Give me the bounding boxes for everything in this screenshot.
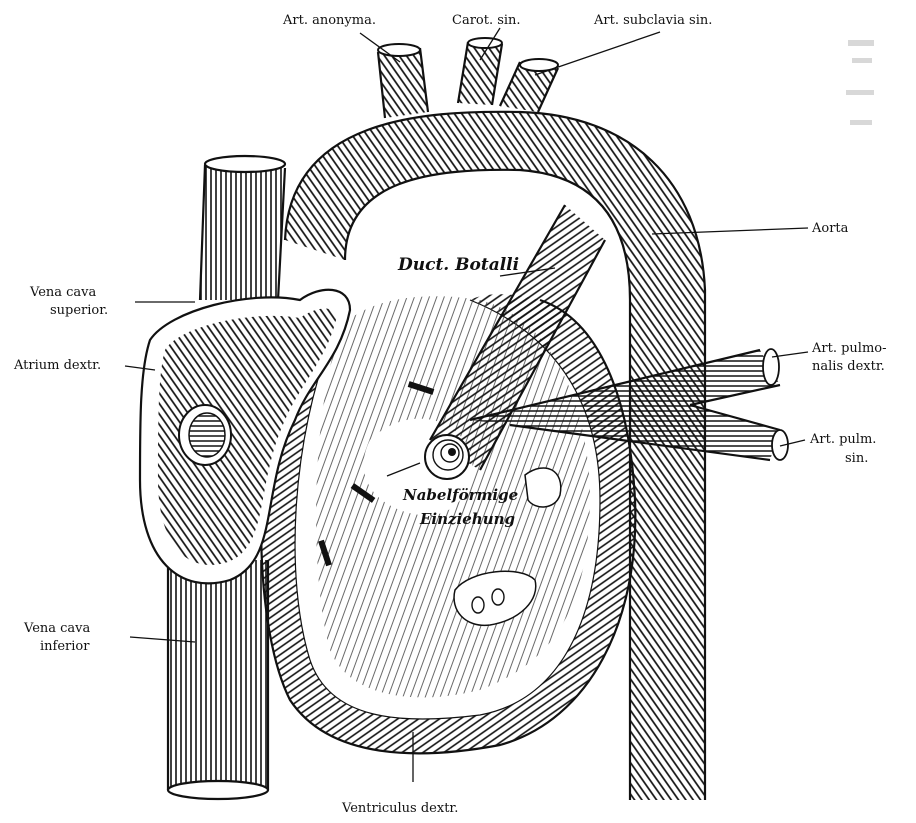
umbilical-depression-spiral: [425, 435, 469, 479]
label-duct-botalli: Duct. Botalli: [397, 255, 519, 275]
vena-cava-inferior-vessel: [168, 560, 268, 799]
bleed-through-marks: [846, 40, 874, 125]
vena-cava-superior-vessel: [200, 156, 285, 300]
label-art-anonyma: Art. anonyma.: [282, 13, 376, 28]
label-carot-sin: Carot. sin.: [452, 13, 521, 28]
label-vena-cava-superior-line2: superior.: [50, 303, 108, 318]
label-art-pulm-dextr-line1: Art. pulmo-: [811, 341, 887, 356]
label-einziehung: Einziehung: [419, 510, 515, 528]
label-vena-cava-inferior-line2: inferior: [40, 639, 90, 654]
label-aorta: Aorta: [811, 221, 849, 236]
label-art-pulm-dextr-line2: nalis dextr.: [812, 359, 885, 374]
label-ventriculus-dextr: Ventriculus dextr.: [341, 801, 458, 816]
label-art-pulm-sin-line1: Art. pulm.: [809, 432, 876, 447]
label-vena-cava-inferior-line1: Vena cava: [23, 621, 91, 636]
aortic-branches: [378, 38, 558, 118]
label-vena-cava-superior-line1: Vena cava: [29, 285, 97, 300]
label-atrium-dextr: Atrium dextr.: [13, 358, 101, 373]
label-art-subclavia-sin: Art. subclavia sin.: [593, 13, 712, 28]
label-nabelfoermige: Nabelförmige: [402, 486, 518, 504]
label-art-pulm-sin-line2: sin.: [845, 451, 868, 466]
